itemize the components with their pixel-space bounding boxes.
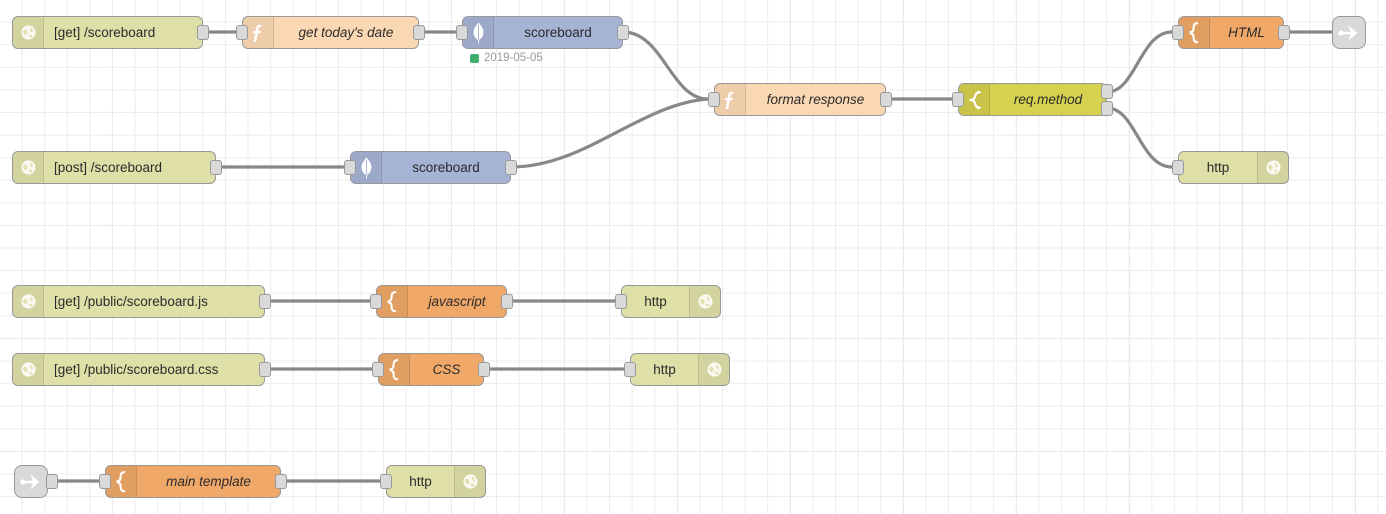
mongodb-leaf-icon [351,152,382,183]
node-http-response-js[interactable]: http [621,285,721,318]
input-port[interactable] [1172,25,1184,40]
link-out-icon [1333,17,1365,48]
node-http-in-post-scoreboard[interactable]: [post] /scoreboard [12,151,216,184]
node-label: [get] /public/scoreboard.js [54,294,208,309]
output-port[interactable] [478,362,490,377]
node-label: [get] /scoreboard [54,25,156,40]
output-port[interactable] [259,362,271,377]
input-port[interactable] [456,25,468,40]
node-template-html[interactable]: HTML [1178,16,1284,49]
node-http-in-scoreboard-css[interactable]: [get] /public/scoreboard.css [12,353,265,386]
node-template-main-template[interactable]: main template [105,465,281,498]
status-text: 2019-05-05 [484,52,543,64]
globe-icon [454,466,485,497]
node-template-javascript[interactable]: javascript [376,285,507,318]
node-template-css[interactable]: CSS [378,353,484,386]
node-label: [get] /public/scoreboard.css [54,362,219,377]
input-port[interactable] [615,294,627,309]
node-label: http [409,474,432,489]
wire-switch-out1-to-html [1105,30,1174,94]
output-port[interactable] [413,25,425,40]
globe-icon [13,17,44,48]
status-badge: 2019-05-05 [470,52,543,64]
function-f-icon [715,84,746,115]
wire-switch-out2-to-httpresp [1105,106,1174,169]
output-port[interactable] [197,25,209,40]
node-label: scoreboard [524,25,592,40]
node-function-format-response[interactable]: format response [714,83,886,116]
output-port[interactable] [259,294,271,309]
input-port[interactable] [952,92,964,107]
node-label: main template [166,474,251,489]
node-http-response-css[interactable]: http [630,353,730,386]
function-f-icon [243,17,274,48]
switch-branch-icon [959,84,990,115]
node-label: format response [766,92,865,107]
input-port[interactable] [708,92,720,107]
input-port[interactable] [99,474,111,489]
globe-icon [13,152,44,183]
template-brace-icon [377,286,408,317]
node-label: [post] /scoreboard [54,160,163,175]
status-dot [470,53,479,63]
output-port[interactable] [880,92,892,107]
output-port[interactable] [617,25,629,40]
globe-icon [689,286,720,317]
wire-mongo-get-to-format [621,30,710,101]
template-brace-icon [379,354,410,385]
template-brace-icon [106,466,137,497]
globe-icon [1257,152,1288,183]
input-port[interactable] [1172,160,1184,175]
output-port[interactable] [505,160,517,175]
wire-mongo-post-to-format [509,97,710,169]
input-port[interactable] [624,362,636,377]
output-port-1[interactable] [1101,84,1113,99]
input-port[interactable] [372,362,384,377]
node-mongodb-scoreboard-get[interactable]: scoreboard [462,16,623,49]
node-label: req.method [1013,92,1083,107]
node-http-response-top[interactable]: http [1178,151,1289,184]
node-label: get today's date [298,25,394,40]
node-label: http [653,362,676,377]
output-port[interactable] [501,294,513,309]
globe-icon [13,354,44,385]
node-link-in-bottom[interactable] [14,465,48,498]
globe-icon [698,354,729,385]
node-label: CSS [432,362,461,377]
output-port[interactable] [210,160,222,175]
node-link-out-top[interactable] [1332,16,1366,49]
node-http-in-scoreboard-js[interactable]: [get] /public/scoreboard.js [12,285,265,318]
node-switch-req-method[interactable]: req.method [958,83,1107,116]
input-port[interactable] [236,25,248,40]
input-port[interactable] [370,294,382,309]
node-mongodb-scoreboard-post[interactable]: scoreboard [350,151,511,184]
template-brace-icon [1179,17,1210,48]
node-label: javascript [428,294,486,309]
mongodb-leaf-icon [463,17,494,48]
node-label: HTML [1228,25,1265,40]
globe-icon [13,286,44,317]
output-port-2[interactable] [1101,101,1113,116]
output-port[interactable] [275,474,287,489]
node-function-get-todays-date[interactable]: get today's date [242,16,419,49]
input-port[interactable] [344,160,356,175]
node-http-response-main[interactable]: http [386,465,486,498]
node-label: http [644,294,667,309]
output-port[interactable] [46,474,58,489]
node-label: http [1206,160,1230,175]
link-in-icon [15,466,47,497]
input-port[interactable] [380,474,392,489]
node-http-in-get-scoreboard[interactable]: [get] /scoreboard [12,16,203,49]
output-port[interactable] [1278,25,1290,40]
node-label: scoreboard [412,160,480,175]
